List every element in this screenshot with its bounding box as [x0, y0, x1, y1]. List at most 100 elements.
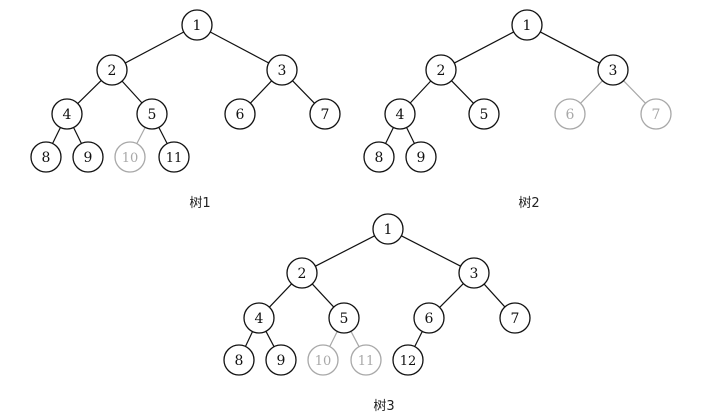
node-label: 10: [122, 151, 139, 166]
tree-edge: [265, 331, 275, 347]
node-circle: [328, 302, 360, 334]
node-label: 4: [63, 107, 72, 123]
tree-node: 8: [363, 141, 395, 173]
tree-node: 1: [372, 213, 404, 245]
tree-edge: [52, 127, 61, 144]
node-circle: [96, 54, 128, 86]
node-label: 9: [84, 150, 93, 166]
node-label: 4: [255, 311, 264, 327]
tree-node: 3: [597, 54, 629, 86]
tree-node: 2: [286, 257, 318, 289]
node-circle: [243, 302, 275, 334]
tree-node: 8: [30, 141, 62, 173]
tree-edge: [249, 80, 273, 104]
tree-node: 5: [136, 98, 168, 130]
tree-edge: [136, 127, 146, 144]
node-circle: [511, 9, 543, 41]
node-label: 7: [511, 311, 520, 327]
tree-node: 3: [266, 54, 298, 86]
tree-edge: [454, 31, 514, 64]
node-label: 5: [480, 107, 489, 123]
tree-edge: [350, 331, 360, 347]
tree-edge: [409, 80, 432, 104]
node-circle: [72, 141, 104, 173]
tree-node: 9: [405, 141, 437, 173]
node-circle: [372, 213, 404, 245]
node-label: 6: [236, 107, 245, 123]
tree-node: 7: [640, 98, 672, 130]
tree-node: 8: [223, 344, 255, 376]
node-circle: [405, 141, 437, 173]
tree-3-caption: 树3: [373, 399, 395, 414]
tree-node: 6: [413, 302, 445, 334]
tree-edge: [121, 80, 143, 104]
node-label: 3: [609, 63, 618, 79]
tree-edge: [315, 235, 375, 267]
node-circle: [181, 9, 213, 41]
tree-node: 9: [265, 344, 297, 376]
node-circle: [458, 257, 490, 289]
tree-edge: [414, 331, 423, 347]
node-label: 2: [437, 63, 446, 79]
node-circle: [158, 141, 190, 173]
node-circle: [554, 98, 586, 130]
node-label: 5: [148, 107, 157, 123]
node-circle: [114, 141, 146, 173]
node-circle: [51, 98, 83, 130]
tree-edge: [385, 127, 394, 144]
tree-node: 11: [350, 344, 382, 376]
node-label: 7: [652, 107, 661, 123]
tree-node: 7: [499, 302, 531, 334]
tree-2-caption: 树2: [518, 196, 540, 211]
tree-edge: [623, 80, 646, 104]
tree-edge: [209, 31, 270, 64]
node-circle: [265, 344, 297, 376]
node-label: 2: [298, 266, 307, 282]
tree-node: 6: [554, 98, 586, 130]
node-label: 7: [321, 107, 330, 123]
node-circle: [224, 98, 256, 130]
node-label: 4: [396, 107, 405, 123]
tree-edge: [292, 80, 315, 104]
node-label: 5: [340, 311, 349, 327]
tree-edge: [329, 331, 338, 347]
node-label: 2: [108, 63, 117, 79]
tree-edge: [406, 127, 415, 144]
node-label: 9: [417, 150, 426, 166]
tree-node: 6: [224, 98, 256, 130]
node-label: 8: [375, 150, 384, 166]
tree-edge: [158, 127, 168, 144]
tree-node: 5: [328, 302, 360, 334]
node-circle: [392, 344, 424, 376]
node-circle: [363, 141, 395, 173]
node-circle: [30, 141, 62, 173]
tree-node: 4: [243, 302, 275, 334]
tree-node: 7: [309, 98, 341, 130]
node-circle: [597, 54, 629, 86]
node-circle: [307, 344, 339, 376]
node-circle: [266, 54, 298, 86]
tree-edge: [244, 331, 254, 347]
node-label: 9: [277, 353, 286, 369]
tree-edge: [124, 31, 185, 64]
tree-edge: [483, 283, 506, 308]
tree-edge: [439, 283, 464, 308]
tree-edge: [311, 283, 335, 308]
tree-edge: [451, 80, 474, 104]
node-circle: [384, 98, 416, 130]
node-circle: [136, 98, 168, 130]
node-label: 8: [42, 150, 51, 166]
tree-edge: [540, 31, 600, 64]
tree-node: 2: [96, 54, 128, 86]
node-circle: [640, 98, 672, 130]
node-circle: [425, 54, 457, 86]
tree-node: 3: [458, 257, 490, 289]
node-circle: [468, 98, 500, 130]
node-label: 3: [470, 266, 479, 282]
tree-node: 10: [114, 141, 146, 173]
node-label: 1: [193, 18, 202, 34]
